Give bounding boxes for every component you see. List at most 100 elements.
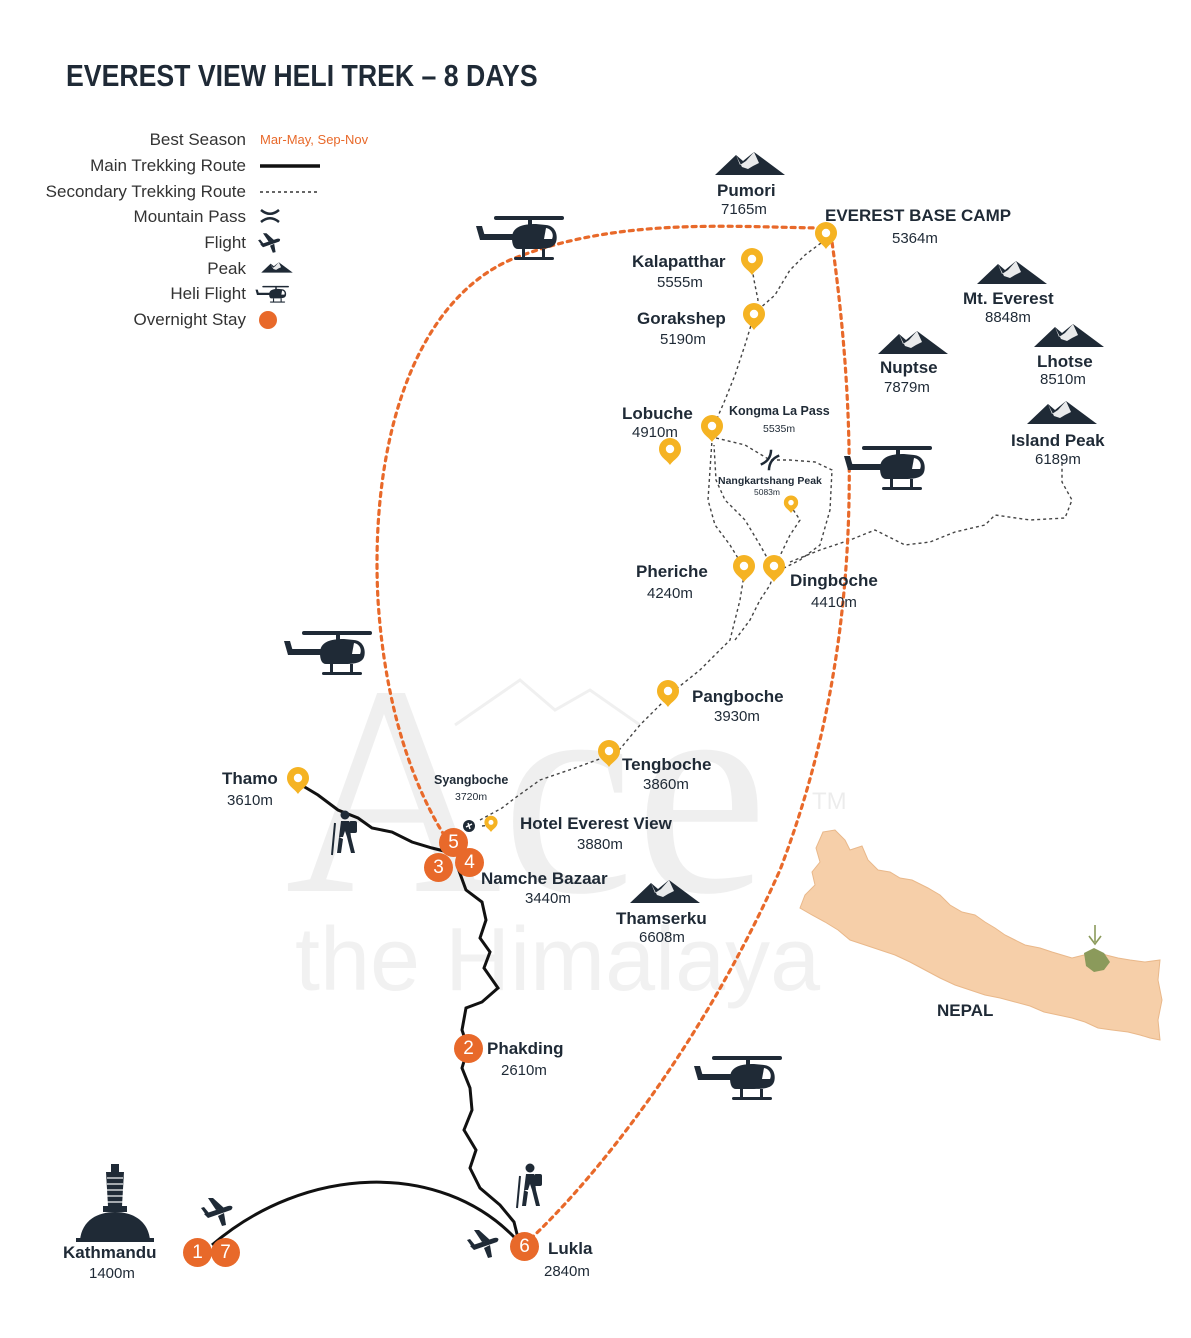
pin-dingboche <box>763 555 785 582</box>
page-title: EVEREST VIEW HELI TREK – 8 DAYS <box>66 58 538 93</box>
legend-secondary-route: Secondary Trekking Route <box>45 182 246 201</box>
pin-hotel-everest-view <box>484 815 498 832</box>
place-pheriche-alt: 4240m <box>647 585 693 602</box>
peak-thamserku-alt: 6608m <box>639 929 685 946</box>
peak-thamserku-icon <box>630 880 700 903</box>
place-phakding-name: Phakding <box>487 1039 564 1058</box>
peak-everest-name: Mt. Everest <box>963 289 1054 308</box>
place-hotel-name: Hotel Everest View <box>520 814 672 833</box>
plane-icon-1 <box>201 1198 233 1226</box>
place-syangboche-name: Syangboche <box>434 773 509 787</box>
helicopter-icon-1 <box>476 216 564 260</box>
plane-icon-2 <box>467 1230 499 1258</box>
place-thamo-name: Thamo <box>222 769 278 788</box>
peak-pumori-alt: 7165m <box>721 201 767 218</box>
helicopter-icon-4 <box>694 1056 782 1100</box>
place-pangboche-name: Pangboche <box>692 687 784 706</box>
legend-flight-icon <box>258 233 281 253</box>
legend-peak-icon <box>261 262 293 273</box>
legend-mountain-pass: Mountain Pass <box>133 207 246 226</box>
peak-island-name: Island Peak <box>1011 431 1105 450</box>
watermark-tm: TM <box>812 788 847 815</box>
place-kongma-alt: 5535m <box>763 423 796 435</box>
pin-gorakshep <box>743 303 765 330</box>
pin-pheriche <box>733 555 755 582</box>
place-nangkartshang-alt: 5083m <box>754 487 780 497</box>
place-phakding-alt: 2610m <box>501 1062 547 1079</box>
kongma-pass-icon <box>760 449 780 471</box>
stop-marker-day-7: 7 <box>211 1238 240 1267</box>
peak-pumori-icon <box>715 152 785 175</box>
stop-marker-day-1: 1 <box>183 1238 212 1267</box>
stop-marker-day-3: 3 <box>424 853 453 882</box>
place-namche-name: Namche Bazaar <box>481 869 608 888</box>
pin-lobuche <box>701 415 723 442</box>
place-lobuche-alt: 4910m <box>632 424 678 441</box>
legend-flight: Flight <box>204 233 246 252</box>
legend-season-value: Mar-May, Sep-Nov <box>260 132 369 147</box>
pin-thamo <box>287 767 309 794</box>
place-pangboche-alt: 3930m <box>714 708 760 725</box>
peak-nuptse-icon <box>878 331 948 354</box>
place-ebc-alt: 5364m <box>892 230 938 247</box>
place-lukla-alt: 2840m <box>544 1263 590 1280</box>
legend-heli-icon <box>255 285 289 303</box>
legend-pass-icon <box>260 209 280 223</box>
place-gorakshep-alt: 5190m <box>660 331 706 348</box>
peak-nuptse-alt: 7879m <box>884 379 930 396</box>
peak-island-icon <box>1027 401 1097 424</box>
legend-overnight-dot <box>259 311 277 329</box>
place-kongma-name: Kongma La Pass <box>729 404 830 418</box>
secondary-routes <box>479 239 1073 827</box>
region-arrow-icon <box>1088 925 1102 946</box>
peak-everest-icon <box>977 261 1047 284</box>
airport-icon <box>463 820 475 832</box>
heli-flight-route <box>375 224 851 1247</box>
peak-lhotse-icon <box>1034 324 1104 347</box>
legend-season-label: Best Season <box>149 130 246 149</box>
peak-pumori-name: Pumori <box>717 181 776 200</box>
pin-nangkartshang <box>783 495 799 513</box>
legend-main-route: Main Trekking Route <box>90 156 246 175</box>
place-kalapatthar-name: Kalapatthar <box>632 252 726 271</box>
place-syangboche-alt: 3720m <box>455 791 488 803</box>
hiker-icon-2 <box>516 1162 543 1209</box>
pin-tengboche <box>598 740 620 767</box>
place-kathmandu-alt: 1400m <box>89 1265 135 1282</box>
legend-heli-flight: Heli Flight <box>170 284 246 303</box>
place-dingboche-name: Dingboche <box>790 571 878 590</box>
legend-overnight: Overnight Stay <box>133 310 246 329</box>
flight-route-kathmandu-lukla <box>211 1180 517 1247</box>
place-ebc-name: EVEREST BASE CAMP <box>825 206 1012 225</box>
nepal-country-shape <box>799 829 1163 1041</box>
place-kathmandu-name: Kathmandu <box>63 1243 157 1262</box>
peak-thamserku-name: Thamserku <box>616 909 707 928</box>
country-label: NEPAL <box>937 1001 994 1020</box>
stop-marker-day-6: 6 <box>510 1232 539 1261</box>
place-lukla-name: Lukla <box>548 1239 593 1258</box>
place-dingboche-alt: 4410m <box>811 594 857 611</box>
peak-lhotse-alt: 8510m <box>1040 371 1086 388</box>
stop-marker-day-5: 5 <box>439 828 468 857</box>
place-tengboche-name: Tengboche <box>622 755 712 774</box>
pin-kalapatthar <box>741 248 763 275</box>
helicopter-icon-2 <box>844 446 932 490</box>
place-hotel-alt: 3880m <box>577 836 623 853</box>
place-nangkartshang-name: Nangkartshang Peak <box>718 475 822 487</box>
place-lobuche-name: Lobuche <box>622 404 693 423</box>
main-route-thamo-namche <box>297 781 449 854</box>
helicopter-icon-3 <box>284 631 372 675</box>
place-namche-alt: 3440m <box>525 890 571 907</box>
peak-lhotse-name: Lhotse <box>1037 352 1093 371</box>
place-pheriche-name: Pheriche <box>636 562 708 581</box>
watermark-the-himalaya: the Himalaya <box>295 910 821 1010</box>
legend-peak: Peak <box>207 259 246 278</box>
place-kalapatthar-alt: 5555m <box>657 274 703 291</box>
peak-everest-alt: 8848m <box>985 309 1031 326</box>
watermark-mountain-line <box>454 678 641 727</box>
place-gorakshep-name: Gorakshep <box>637 309 726 328</box>
pin-lobuche-2 <box>659 438 681 465</box>
peak-island-alt: 6189m <box>1035 451 1081 468</box>
